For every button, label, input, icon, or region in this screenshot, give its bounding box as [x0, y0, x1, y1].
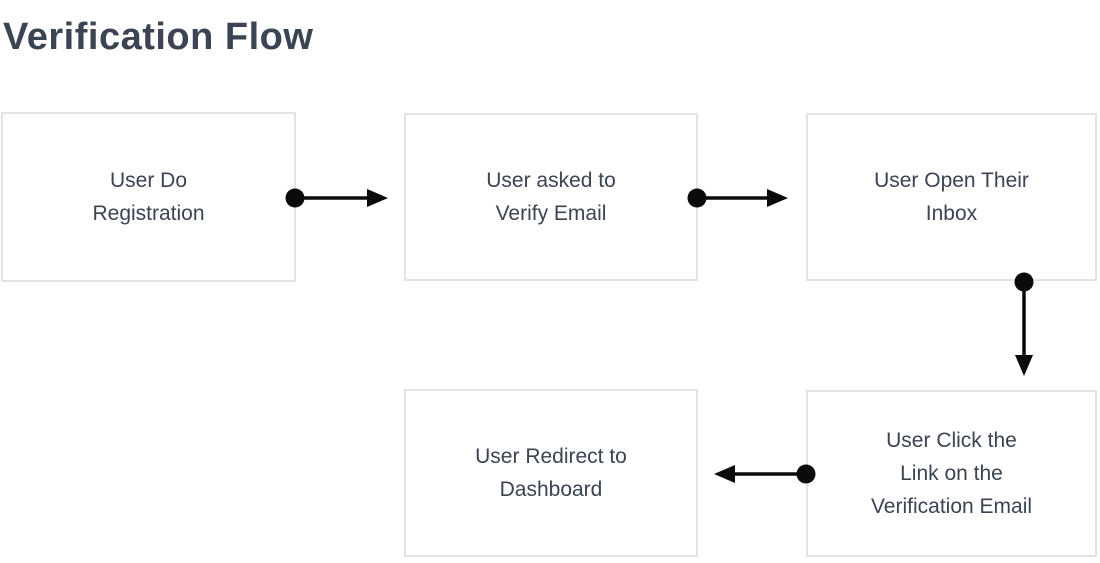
node-label: User Do Registration [92, 169, 205, 225]
flow-node-user-redirect-to-dashboard: User Redirect to Dashboard [404, 389, 698, 557]
connector-click-link-to-dashboard-arrow [714, 464, 816, 484]
node-label: User Redirect to Dashboard [475, 445, 627, 501]
arrowhead-right-icon [367, 189, 388, 207]
flow-node-user-asked-to-verify-email: User asked to Verify Email [404, 113, 698, 281]
connector-registration-to-verify-email-arrow [285, 188, 388, 208]
flow-node-user-do-registration: User Do Registration [1, 112, 296, 282]
node-label: User asked to Verify Email [486, 169, 616, 225]
node-label: User Click the Link on the Verification … [870, 429, 1033, 518]
flow-node-user-open-their-inbox: User Open Their Inbox [806, 113, 1097, 281]
arrowhead-right-icon [767, 189, 788, 207]
arrowhead-left-icon [714, 465, 735, 483]
connector-open-inbox-to-click-link-arrow [1014, 272, 1034, 376]
node-label: User Open Their Inbox [874, 169, 1029, 225]
connector-verify-email-to-open-inbox-arrow [687, 188, 788, 208]
page-title: Verification Flow [3, 16, 314, 58]
flow-node-user-click-link-verification-email: User Click the Link on the Verification … [806, 390, 1097, 557]
arrowhead-down-icon [1015, 355, 1033, 376]
